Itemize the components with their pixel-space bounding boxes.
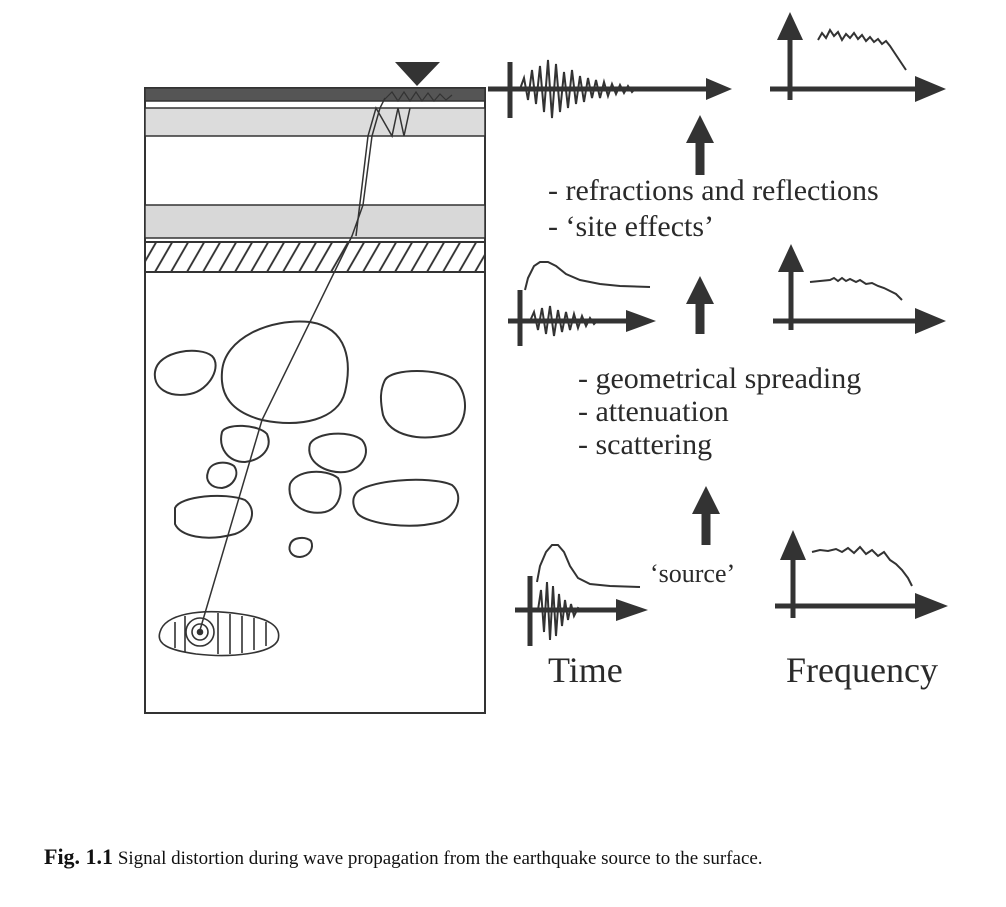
scatterer [174,494,254,539]
process-refractions: - refractions and reflections [548,174,879,207]
process-scattering: - scattering [578,428,712,461]
ray-path [199,97,386,631]
earth-cross-section [144,62,486,714]
time-axis-label: Time [548,650,623,690]
surface-seismogram [488,59,732,119]
scatterer [308,432,367,474]
path-spectrum [773,244,946,334]
wave-propagation-diagram: - refractions and reflections - ‘site ef… [144,12,948,714]
arrow-up-icon [692,486,720,545]
scatterer [379,370,467,439]
source-spectrum [775,530,948,619]
path-seismogram [508,261,656,346]
hatched-layer [144,241,486,273]
scatterer [352,478,460,527]
caption-text: Signal distortion during wave propagatio… [113,848,763,869]
scatterer [220,424,270,464]
frequency-axis-label: Frequency [786,650,938,690]
sediment-layer-2 [144,204,486,239]
scatterers [153,320,467,559]
process-attenuation: - attenuation [578,395,729,428]
process-site-effects: - ‘site effects’ [548,210,714,243]
process-source: ‘source’ [650,559,735,588]
station-triangle-icon [395,62,440,86]
sediment-layer-1 [144,107,486,137]
figure-number: Fig. 1.1 [44,844,114,869]
arrow-up-icon [686,115,714,175]
scatterer [206,461,238,490]
scatterer [288,470,342,514]
arrow-up-icon [686,276,714,334]
figure-caption: Fig. 1.1 Signal distortion during wave p… [44,844,984,870]
crust-outline [144,87,486,714]
source-seismogram [515,544,648,646]
scatterer [153,349,217,396]
scatterer [220,320,349,424]
scatterer [288,536,313,559]
surface-spectrum [770,12,946,102]
process-geometrical-spreading: - geometrical spreading [578,362,861,395]
surface-reverberations [383,90,453,103]
surface-layer [144,87,486,102]
reflected-ray [355,106,411,237]
